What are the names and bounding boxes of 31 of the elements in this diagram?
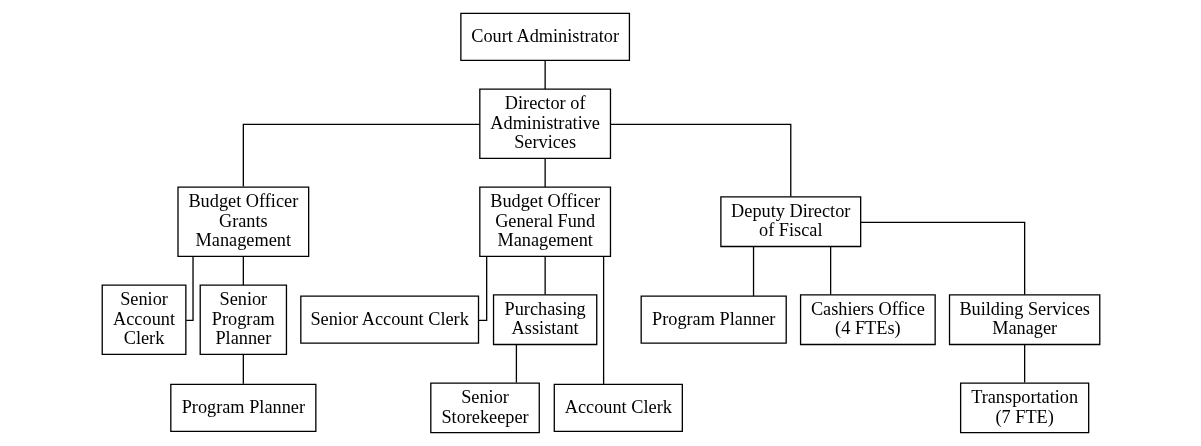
connector: [544, 157, 546, 188]
node-box: Budget Officer Grants Management: [176, 186, 309, 257]
connector: [242, 353, 244, 385]
connector: [602, 256, 604, 385]
node-box: Account Clerk: [553, 383, 683, 433]
connector: [185, 256, 194, 321]
node-box: Program Planner: [640, 295, 787, 344]
node-box: Purchasing Assistant: [492, 294, 597, 346]
node-box: Court Administrator: [459, 12, 630, 61]
connector: [242, 255, 244, 286]
node-box: Budget Officer General Fund Management: [478, 186, 611, 257]
node-box: Transportation (7 FTE): [959, 382, 1089, 434]
node-box: Program Planner: [169, 383, 316, 433]
connector: [752, 246, 754, 297]
node-box: Senior Program Planner: [199, 284, 287, 355]
node-box: Director of Administrative Services: [478, 88, 611, 159]
node-box: Cashiers Office (4 FTEs): [799, 294, 936, 346]
connector: [1023, 344, 1025, 384]
connector: [242, 123, 480, 188]
node-box: Building Services Manager: [948, 294, 1100, 346]
connector: [609, 123, 791, 198]
node-box: Senior Account Clerk: [101, 284, 186, 355]
connector: [544, 59, 546, 90]
node-box: Senior Storekeeper: [429, 382, 540, 434]
connector: [544, 255, 546, 296]
node-box: Deputy Director of Fiscal: [719, 196, 861, 248]
node-box: Senior Account Clerk: [299, 295, 479, 344]
connector: [515, 344, 517, 384]
connector: [477, 256, 487, 321]
connector: [859, 221, 1025, 296]
connector: [829, 246, 831, 296]
